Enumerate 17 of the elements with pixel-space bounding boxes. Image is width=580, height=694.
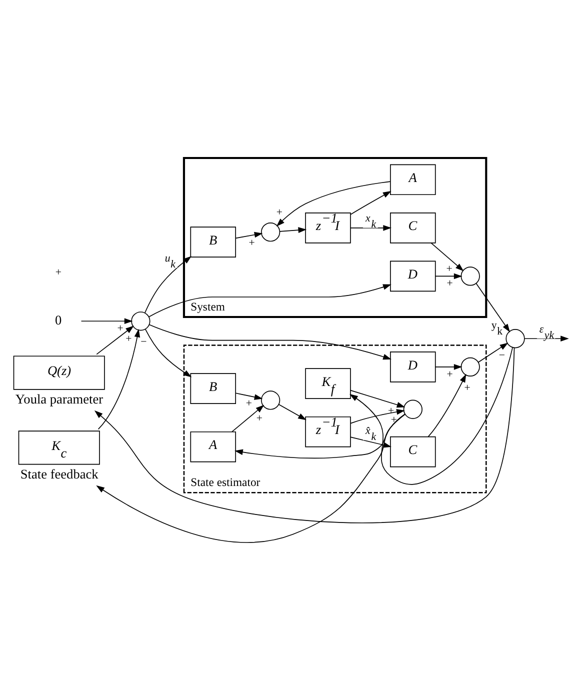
edge-label: + bbox=[276, 206, 282, 218]
node-text: 0 bbox=[54, 312, 62, 328]
node-label: Youla parameter bbox=[15, 391, 104, 406]
edge-label: − bbox=[498, 350, 505, 362]
edge-label: + bbox=[446, 262, 452, 275]
edge-label: + bbox=[246, 398, 252, 410]
label: + bbox=[55, 266, 62, 279]
edge-label: + bbox=[126, 332, 132, 345]
edge-label: + bbox=[390, 414, 397, 426]
node-label: State feedback bbox=[20, 466, 98, 482]
edge-label: + bbox=[117, 322, 124, 335]
edge-label: − bbox=[140, 336, 147, 348]
edge-label: + bbox=[446, 278, 453, 290]
edge-label: + bbox=[446, 368, 453, 380]
edge-label: + bbox=[464, 382, 470, 394]
edge-label: + bbox=[256, 412, 262, 424]
edge-label: + bbox=[248, 236, 255, 249]
